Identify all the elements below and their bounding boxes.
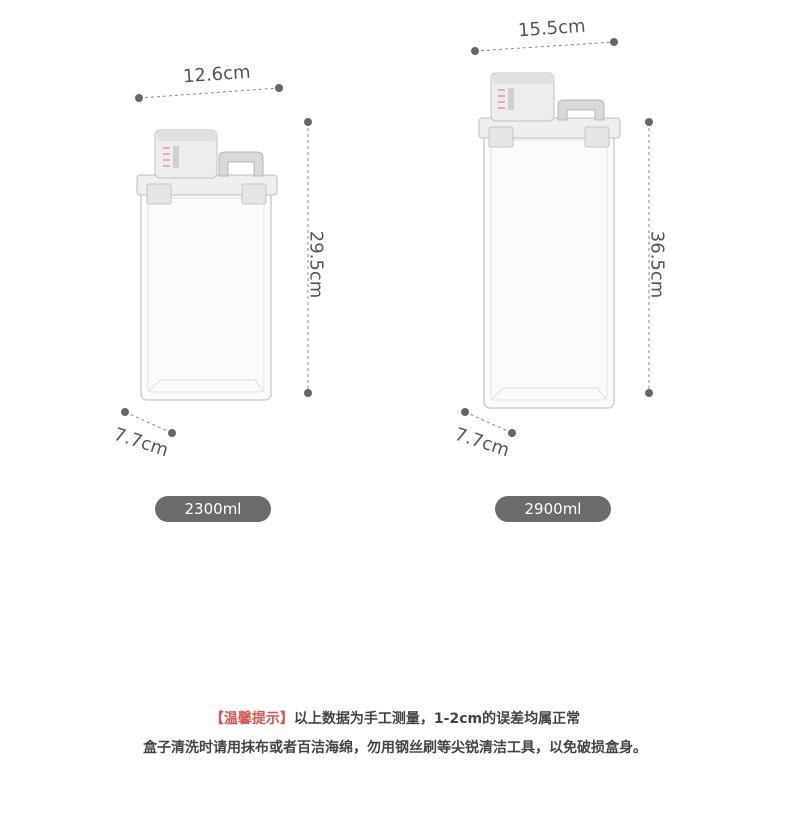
notice-text-2: 盒子清洗时请用抹布或者百洁海绵，勿用钢丝刷等尖锐清洁工具，以免破损盒身。: [143, 740, 647, 756]
capacity-badge: 2300ml: [155, 496, 271, 522]
width-dimension-line: [135, 84, 283, 102]
height-dimension-line: [645, 118, 653, 397]
notice-line-2: 盒子清洗时请用抹布或者百洁海绵，勿用钢丝刷等尖锐清洁工具，以免破损盒身。: [0, 737, 790, 757]
notice-tag: 【温馨提示】: [209, 711, 294, 727]
notice-text-1: 以上数据为手工测量，1-2cm的误差均属正常: [293, 711, 581, 727]
depth-dimension-line: [461, 408, 516, 437]
container-2300ml: [136, 129, 278, 401]
depth-dimension-line: [121, 408, 176, 437]
container-2900ml: [478, 72, 621, 409]
notice-line-1: 【温馨提示】以上数据为手工测量，1-2cm的误差均属正常: [0, 708, 790, 728]
height-dimension-line: [304, 118, 312, 397]
height-label: 36.5cm: [646, 230, 668, 299]
width-dimension-line: [471, 38, 618, 55]
capacity-badge: 2900ml: [495, 496, 611, 522]
